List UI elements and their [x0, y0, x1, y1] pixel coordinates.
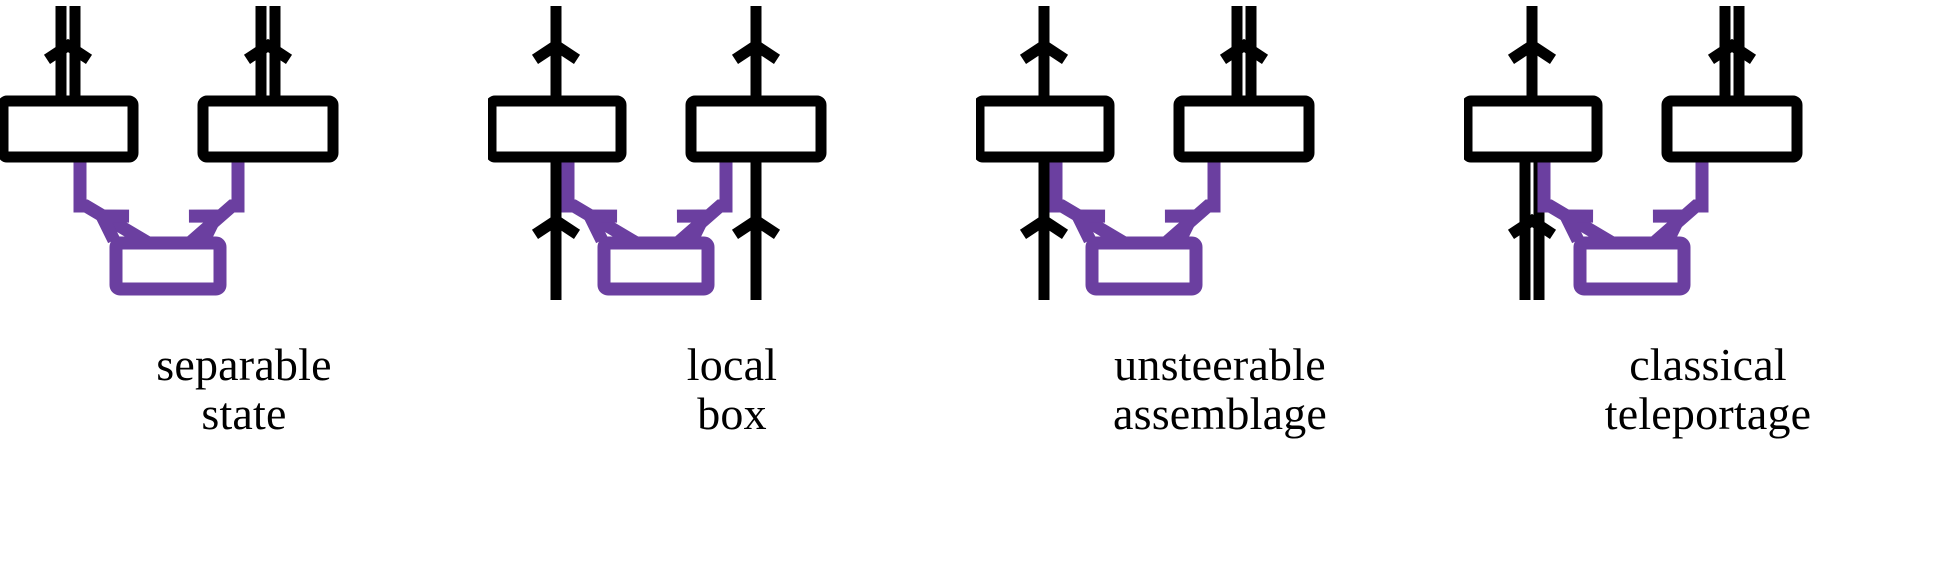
- wire-above-right: [243, 6, 293, 101]
- party-box-right: [1661, 95, 1803, 163]
- party-box-right: [685, 95, 827, 163]
- caption-line: separable: [156, 339, 332, 390]
- wire-above-right: [1219, 6, 1269, 101]
- purple-arrowhead-left: [579, 209, 618, 244]
- caption-line: assemblage: [1112, 388, 1328, 440]
- purple-arrowhead-right: [676, 209, 715, 244]
- party-box-right: [1173, 95, 1315, 163]
- source-box: [597, 236, 715, 296]
- diagram-unsteerable-assemblage: [976, 6, 1315, 300]
- caption-line: state: [201, 388, 287, 440]
- wire-below-left: [531, 157, 581, 300]
- purple-arrowhead-left: [91, 209, 130, 244]
- party-box-left: [0, 95, 139, 163]
- diagram-classical-teleportage: [1464, 6, 1803, 300]
- purple-arrowhead-right: [1652, 209, 1691, 244]
- caption-line: box: [697, 388, 767, 440]
- caption-line: local: [686, 339, 778, 390]
- source-box: [1573, 236, 1691, 296]
- wire-above-left: [1507, 6, 1557, 101]
- wire-above-left: [531, 6, 581, 101]
- caption-line: classical: [1629, 339, 1787, 390]
- purple-arrowhead-left: [1067, 209, 1106, 244]
- source-box: [109, 236, 227, 296]
- wire-above-left: [43, 6, 93, 101]
- wire-above-left: [1019, 6, 1069, 101]
- party-box-left: [488, 95, 627, 163]
- caption-line: teleportage: [1604, 388, 1812, 440]
- purple-arrowhead-right: [1164, 209, 1203, 244]
- party-box-right: [197, 95, 339, 163]
- diagram-separable-state: [0, 6, 339, 296]
- diagram-local-box: [488, 6, 827, 300]
- wire-above-right: [1707, 6, 1757, 101]
- caption-line: unsteerable: [1114, 339, 1326, 390]
- wire-below-left: [1019, 157, 1069, 300]
- party-box-left: [976, 95, 1115, 163]
- source-box: [1085, 236, 1203, 296]
- purple-arrowhead-right: [188, 209, 227, 244]
- party-box-left: [1464, 95, 1603, 163]
- wire-above-right: [731, 6, 781, 101]
- wire-below-right: [731, 157, 781, 300]
- purple-arrowhead-left: [1555, 209, 1594, 244]
